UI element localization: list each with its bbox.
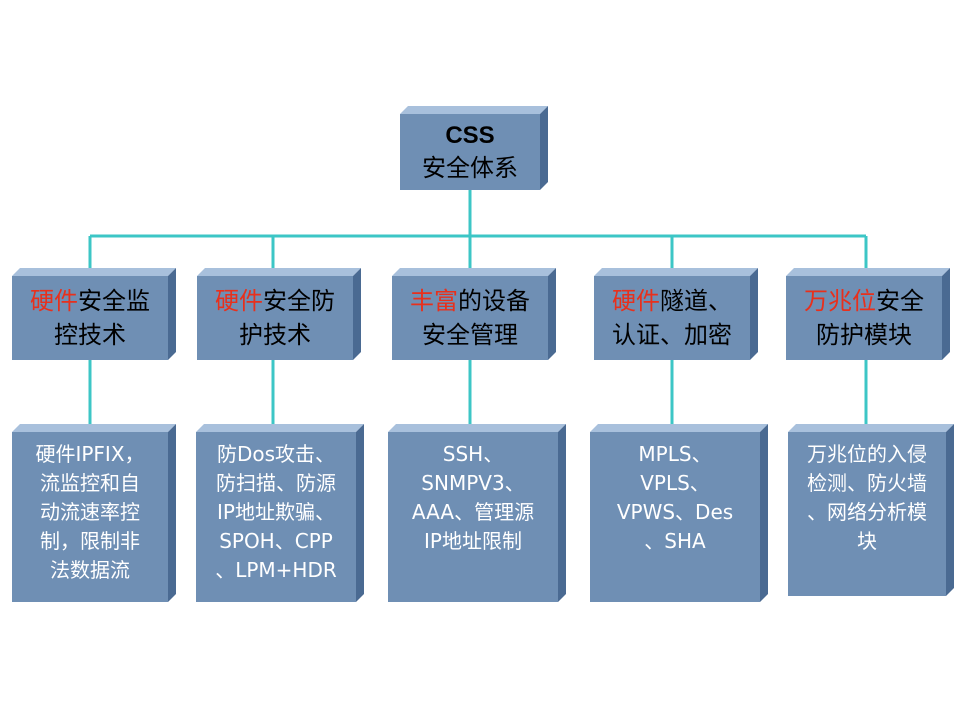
category-box-3: 丰富的设备 安全管理 <box>392 276 548 360</box>
detail-text-line: 块 <box>857 529 877 553</box>
category-line2: 防护模块 <box>816 321 912 349</box>
category-line1: 硬件隧道、 <box>612 284 732 318</box>
detail-text-line: 检测、防火墙 <box>807 471 927 495</box>
root-subtitle: 安全体系 <box>422 154 518 182</box>
detail-text-line: SPOH、CPP <box>219 529 333 553</box>
detail-text-line: 、网络分析模 <box>807 500 927 524</box>
category-line2: 认证、加密 <box>612 321 732 349</box>
category-line2: 安全管理 <box>422 321 518 349</box>
detail-box-3: SSH、 SNMPV3、 AAA、管理源 IP地址限制 <box>388 432 558 602</box>
detail-text-line: IP地址欺骗、 <box>217 500 335 524</box>
detail-text-line: 硬件IPFIX， <box>35 442 145 466</box>
detail-text-line: AAA、管理源 <box>411 500 535 524</box>
detail-text-line: MPLS、 <box>638 442 712 466</box>
root-node-box: CSS 安全体系 <box>400 114 540 190</box>
category-highlight: 硬件 <box>215 287 263 315</box>
detail-text-line: SSH、 <box>442 442 504 466</box>
category-line2: 控技术 <box>54 321 126 349</box>
category-highlight: 丰富 <box>410 287 458 315</box>
category-highlight: 万兆位 <box>804 287 876 315</box>
detail-text-line: 制，限制非 <box>40 529 140 553</box>
category-line1: 硬件安全防 <box>215 284 335 318</box>
category-box-1: 硬件安全监 控技术 <box>12 276 168 360</box>
category-line1: 丰富的设备 <box>410 284 530 318</box>
category-highlight: 硬件 <box>30 287 78 315</box>
detail-box-1: 硬件IPFIX， 流监控和自 动流速率控 制，限制非 法数据流 <box>12 432 168 602</box>
detail-text-line: SNMPV3、 <box>421 471 525 495</box>
detail-text-line: IP地址限制 <box>424 529 522 553</box>
category-rest: 安全 <box>876 287 924 315</box>
detail-text-line: 法数据流 <box>50 558 130 582</box>
category-line1: 硬件安全监 <box>30 284 150 318</box>
category-line2: 护技术 <box>239 321 311 349</box>
detail-text-line: 流监控和自 <box>40 471 140 495</box>
category-rest: 安全防 <box>263 287 335 315</box>
detail-text-line: 防扫描、防源 <box>216 471 336 495</box>
detail-text-line: 动流速率控 <box>40 500 140 524</box>
detail-box-4: MPLS、 VPLS、 VPWS、Des 、SHA <box>590 432 760 602</box>
detail-text-line: 、SHA <box>644 529 706 553</box>
detail-text-line: 万兆位的入侵 <box>807 442 927 466</box>
detail-box-2: 防Dos攻击、 防扫描、防源 IP地址欺骗、 SPOH、CPP 、LPM+HDR <box>196 432 356 602</box>
detail-box-5: 万兆位的入侵 检测、防火墙 、网络分析模 块 <box>788 432 946 596</box>
category-rest: 安全监 <box>78 287 150 315</box>
detail-text-line: VPLS、 <box>640 471 710 495</box>
detail-text-line: 、LPM+HDR <box>215 558 337 582</box>
category-rest: 的设备 <box>458 287 530 315</box>
category-box-5: 万兆位安全 防护模块 <box>786 276 942 360</box>
root-title: CSS <box>445 122 495 149</box>
category-line1: 万兆位安全 <box>804 284 924 318</box>
detail-text-line: 防Dos攻击、 <box>216 442 336 466</box>
detail-text-line: VPWS、Des <box>616 500 734 524</box>
category-box-4: 硬件隧道、 认证、加密 <box>594 276 750 360</box>
category-box-2: 硬件安全防 护技术 <box>197 276 353 360</box>
category-rest: 隧道、 <box>660 287 732 315</box>
category-highlight: 硬件 <box>612 287 660 315</box>
